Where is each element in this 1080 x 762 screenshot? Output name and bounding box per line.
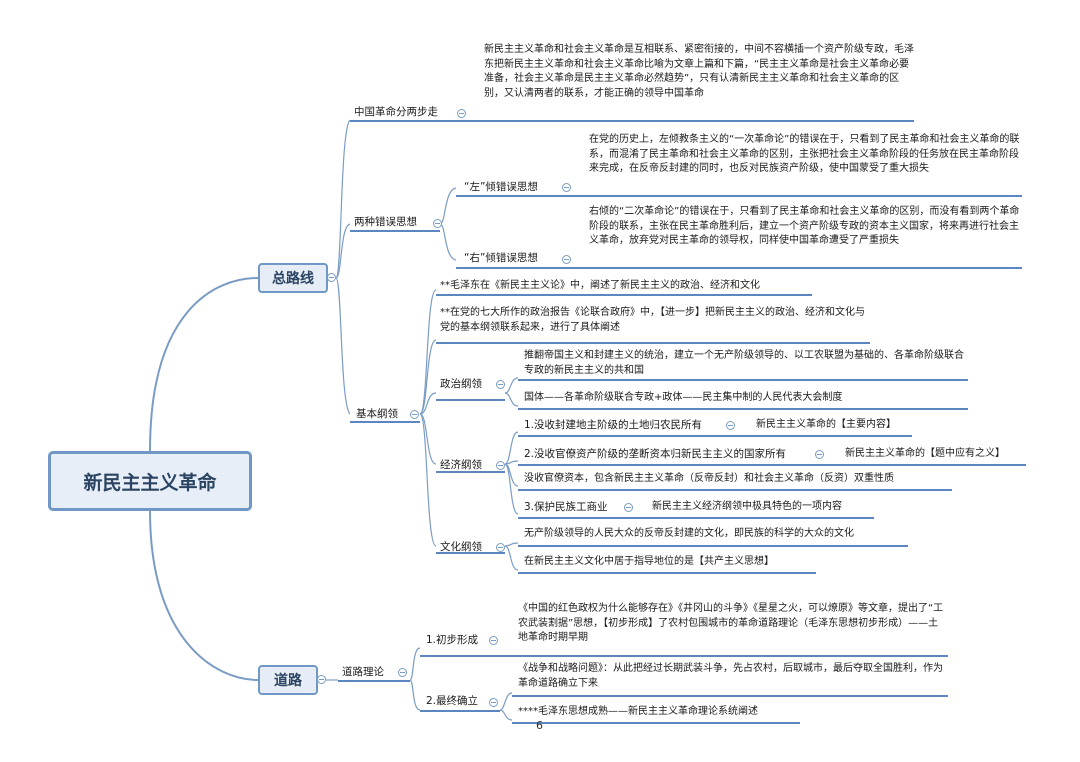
collapse-icon[interactable] [496,461,505,470]
text-wenhua-a: 无产阶级领导的人民大众的反帝反封建的文化，即民族的科学的大众的文化 [524,528,854,539]
topic-liangbu[interactable]: 中国革命分两步走 [354,106,438,118]
main-node-label: 道路 [274,673,302,689]
topic-chubu[interactable]: 1.初步形成 [426,634,479,646]
topic-daolu-lilun[interactable]: 道路理论 [342,666,384,678]
collapse-icon[interactable] [726,421,735,430]
main-node-zonglu[interactable]: 总路线 [258,263,328,293]
topic-wenhua[interactable]: 文化纲领 [440,541,482,553]
collapse-icon[interactable] [496,380,505,389]
topic-gangling[interactable]: 基本纲领 [356,408,398,420]
topic-zhengzhi[interactable]: 政治纲领 [440,378,482,390]
text-liangbu: 新民主主义革命和社会主义革命是互相联系、紧密衔接的，中间不容横插一个资产阶级专政… [484,44,914,99]
collapse-icon[interactable] [496,543,505,552]
note-queli: ****毛泽东思想成熟——新民主主义革命理论系统阐述 [518,706,758,717]
collapse-icon[interactable] [398,668,407,677]
text-zhengzhi-b: 国体——各革命阶级联合专政+政体——民主集中制的人民代表大会制度 [524,392,843,403]
main-node-label: 总路线 [272,271,314,287]
topic-jingji[interactable]: 经济纲领 [440,459,482,471]
jingji-item-2-extra: 没收官僚资本，包含新民主主义革命（反帝反封）和社会主义革命（反资）双重性质 [524,473,894,484]
text-zuo: 在党的历史上，左倾教条主义的“一次革命论”的错误在于，只看到了民主革命和社会主义… [589,134,1020,174]
main-node-daolu[interactable]: 道路 [258,665,318,695]
link-root-zonglu [149,277,259,452]
root-node[interactable]: 新民主主义革命 [48,451,252,511]
jingji-item-1[interactable]: 1.没收封建地主阶级的土地归农民所有 [524,419,703,431]
topic-zuo[interactable]: “左”倾错误思想 [464,181,538,193]
collapse-icon[interactable] [562,183,571,192]
text-you: 右倾的“二次革命论”的错误在于，只看到了民主革命和社会主义革命的区别，而没有看到… [589,206,1020,246]
collapse-icon[interactable] [433,219,442,228]
collapse-icon[interactable] [624,503,633,512]
topic-you[interactable]: “右”倾错误思想 [464,252,538,264]
collapse-icon[interactable] [815,450,824,459]
topic-queli[interactable]: 2.最终确立 [426,695,479,707]
jingji-item-1-note: 新民主主义革命的【主要内容】 [756,419,896,430]
note-qida: **在党的七大所作的政治报告《论联合政府》中，【进一步】把新民主主义的政治、经济… [440,307,865,333]
collapse-icon[interactable] [327,273,336,282]
jingji-item-3[interactable]: 3.保护民族工商业 [524,501,608,513]
text-queli: 《战争和战略问题》：从此把经过长期武装斗争，先占农村，后取城市，最后夺取全国胜利… [518,663,943,689]
text-chubu: 《中国的红色政权为什么能够存在》《井冈山的斗争》《星星之火，可以燎原》等文章，提… [518,603,944,643]
collapse-icon[interactable] [489,636,498,645]
text-zhengzhi-a: 推翻帝国主义和封建主义的统治，建立一个无产阶级领导的、以工农联盟为基础的、各革命… [524,350,964,376]
jingji-item-2[interactable]: 2.没收官僚资产阶级的垄断资本归新民主主义的国家所有 [524,448,787,460]
text-wenhua-b: 在新民主主义文化中居于指导地位的是【共产主义思想】 [524,556,774,567]
collapse-icon[interactable] [562,255,571,264]
note-xinminzhu: **毛泽东在《新民主主义论》中，阐述了新民主主义的政治、经济和文化 [440,280,760,291]
collapse-icon[interactable] [317,675,326,684]
collapse-icon[interactable] [489,698,498,707]
jingji-item-2-note: 新民主主义革命的【题中应有之义】 [845,448,1005,459]
root-label: 新民主主义革命 [83,471,217,494]
collapse-icon[interactable] [457,109,466,118]
topic-cuowu[interactable]: 两种错误思想 [354,216,417,228]
collapse-icon[interactable] [410,410,419,419]
link-root-daolu [149,510,259,681]
page-number: 6 [536,719,543,732]
jingji-item-3-note: 新民主主义经济纲领中极具特色的一项内容 [652,501,842,512]
